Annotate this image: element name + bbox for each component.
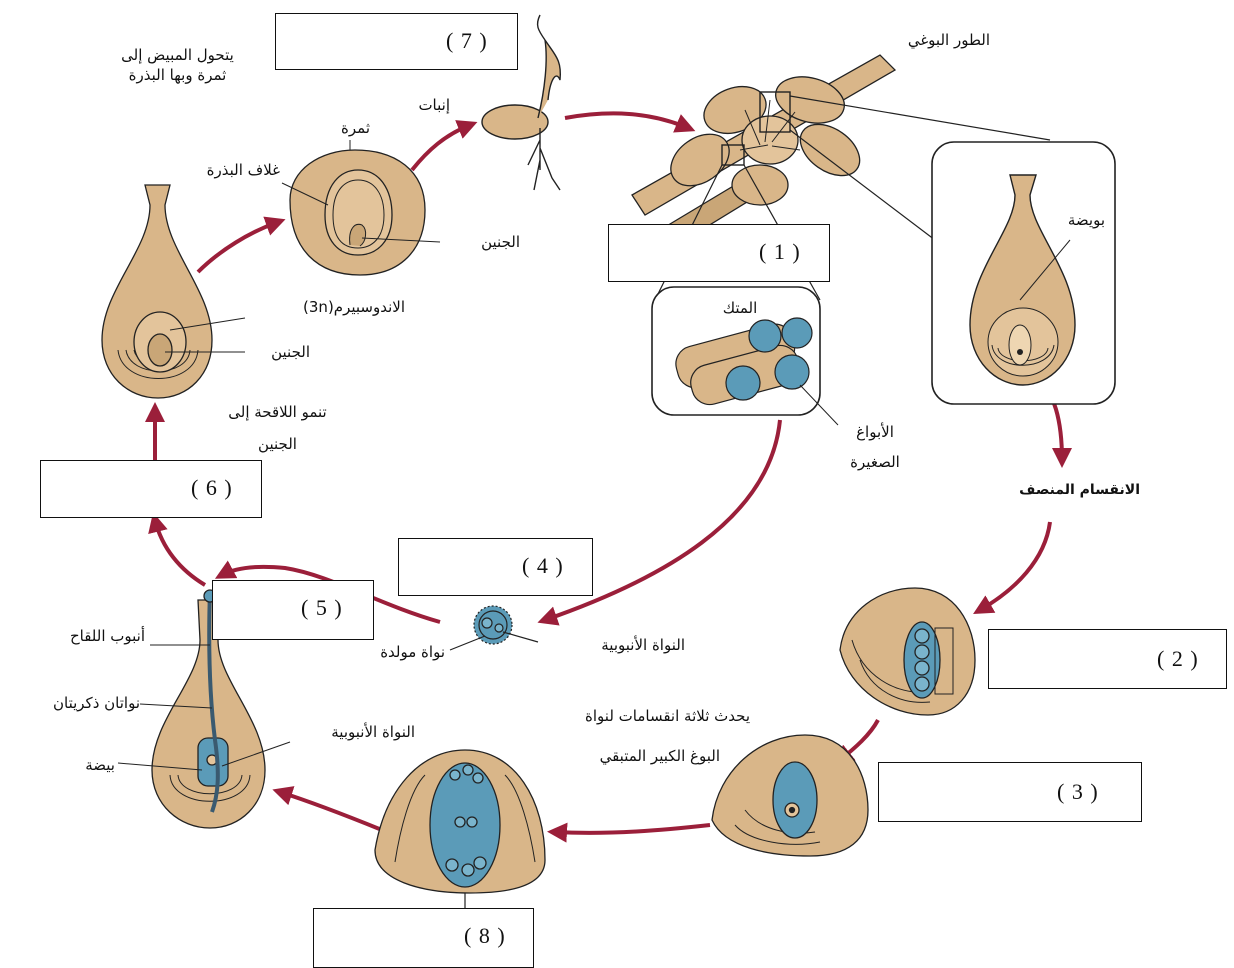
arrow-3-to-8	[547, 822, 711, 843]
label-embryo-seed: الجنين	[481, 233, 520, 251]
label-egg: بيضة	[85, 756, 115, 774]
label-zygote-2: الجنين	[258, 435, 297, 453]
label-megaspore: البوغ الكبير المتبقي	[599, 747, 720, 765]
answer-box-8[interactable]: ( 8 )	[313, 908, 534, 968]
developing-seed-illustration	[101, 184, 246, 399]
answer-box-1[interactable]: ( 1 )	[608, 224, 830, 282]
box-label-2: ( 2 )	[1157, 646, 1199, 671]
arrow-seedling-to-flower	[564, 111, 696, 133]
label-tube-nucleus: النواة الأنبوبية	[601, 636, 685, 654]
label-zygote-1: تنمو اللاقحة إلى	[228, 403, 327, 421]
label-pollen-tube: أنبوب اللقاح	[69, 627, 145, 645]
label-microspores-2: الصغيرة	[850, 453, 900, 471]
seed-illustration	[281, 140, 441, 276]
box-label-1: ( 1 )	[759, 239, 801, 264]
flower-illustration	[631, 54, 897, 249]
box-label-6: ( 6 )	[191, 475, 233, 500]
seedling-illustration	[481, 14, 562, 191]
answer-box-5[interactable]: ( 5 )	[212, 580, 374, 640]
box-label-3: ( 3 )	[1057, 779, 1099, 804]
label-three-divisions: يحدث ثلاثة انقسامات لنواة	[585, 707, 750, 725]
label-ovule: بويضة	[1067, 211, 1105, 229]
label-ovary-to-fruit-1: يتحول المبيض إلى	[121, 46, 234, 64]
arrow-meiosis-to-2	[973, 521, 1052, 614]
label-anther: المتك	[722, 299, 758, 317]
arrow-ovule-to-seed	[196, 216, 286, 274]
box-label-7: ( 7 )	[446, 28, 488, 53]
box-label-5: ( 5 )	[301, 595, 343, 620]
arrow-8-to-5	[272, 786, 383, 832]
arrow-pollen-to-5	[214, 560, 441, 624]
box-label-8: ( 8 )	[464, 923, 506, 948]
label-sporophyte: الطور البوغي	[907, 31, 990, 49]
label-germination: إنبات	[418, 96, 450, 114]
label-endosperm: الاندوسبيرم(3n)	[303, 298, 405, 316]
label-tube-nucleus-2: النواة الأنبوبية	[331, 723, 415, 741]
label-generative-nucleus: نواة مولدة	[380, 643, 445, 661]
arrow-anther-to-pollen	[537, 419, 782, 626]
pollen-grain-illustration	[449, 605, 539, 651]
label-fruit: ثمرة	[341, 119, 370, 137]
label-sperm-nuclei: نواتان ذكريتان	[52, 694, 140, 712]
box-label-4: ( 4 )	[522, 553, 564, 578]
arrow-seed-to-seedling	[410, 120, 478, 172]
label-embryo-ovule: الجنين	[271, 343, 310, 361]
answer-box-2[interactable]: ( 2 )	[988, 629, 1227, 689]
anther-inset	[651, 286, 839, 426]
arrow-5-to-6	[148, 512, 207, 587]
answer-box-4[interactable]: ( 4 )	[398, 538, 593, 596]
label-meiosis: الانقسام المنصف	[1019, 482, 1140, 498]
label-ovary-to-fruit-2: ثمرة وبها البذرة	[128, 66, 227, 84]
stage-3-illustration	[711, 734, 869, 857]
answer-box-3[interactable]: ( 3 )	[878, 762, 1142, 822]
stage-2-illustration	[839, 587, 976, 716]
label-microspores-1: الأبواغ	[856, 423, 894, 441]
stage-8-illustration	[374, 749, 546, 908]
ovule-inset	[931, 141, 1116, 405]
answer-box-7[interactable]: ( 7 )	[275, 13, 518, 70]
fertilization-illustration	[117, 589, 291, 829]
answer-box-6[interactable]: ( 6 )	[40, 460, 262, 518]
label-seed-coat: غلاف البذرة	[206, 161, 280, 179]
